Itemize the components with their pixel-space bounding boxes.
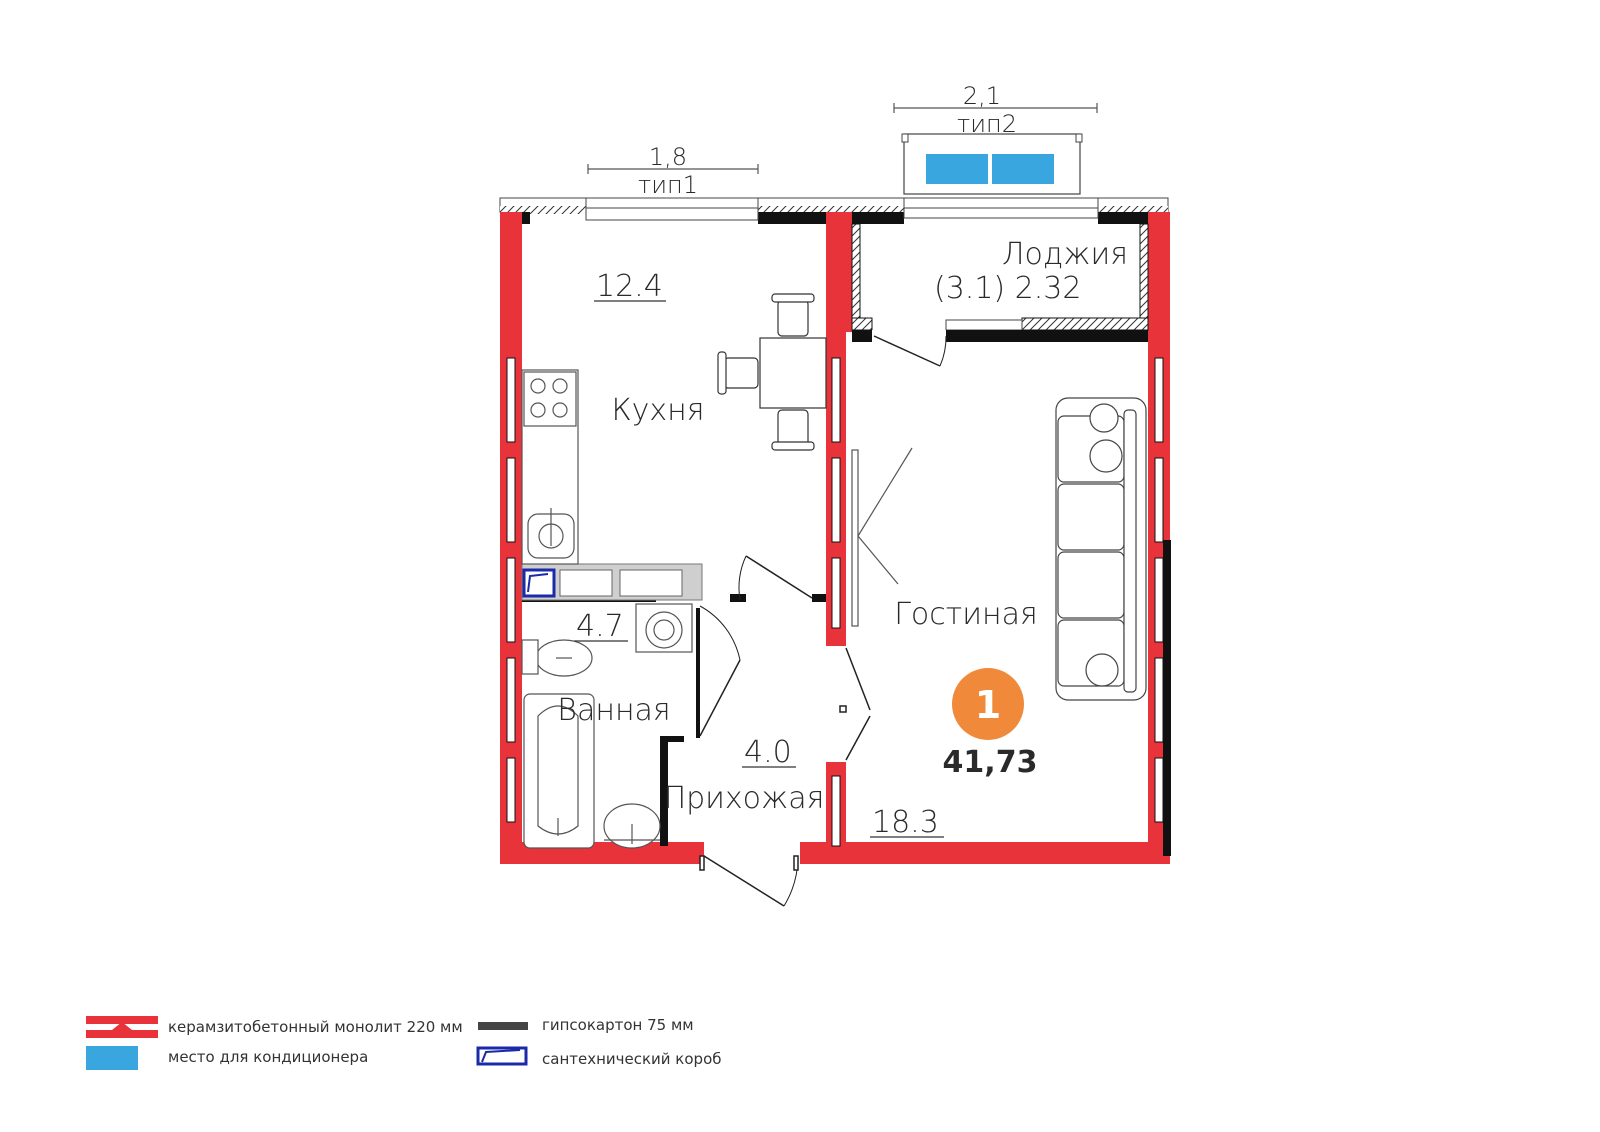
legend-plumbing-swatch xyxy=(476,1046,528,1066)
room-count: 1 xyxy=(975,683,1001,727)
living-sliding-panel xyxy=(851,447,913,627)
bath-area: 4.7 xyxy=(576,609,624,644)
legend-drywall-swatch xyxy=(478,1022,528,1030)
legend-plumbing-label: сантехнический короб xyxy=(542,1050,722,1068)
hall-area: 4.0 xyxy=(744,735,792,770)
kitchen-name: Кухня xyxy=(611,393,704,428)
window2-type: тип2 xyxy=(957,110,1017,138)
loggia-walls xyxy=(851,223,1149,367)
window1-type: тип1 xyxy=(638,171,698,199)
living-name: Гостиная xyxy=(894,597,1038,632)
loggia-area: (3.1) 2.32 xyxy=(934,271,1081,306)
legend-ac-label: место для кондиционера xyxy=(168,1048,369,1066)
kitchen-door xyxy=(738,555,813,601)
living-door xyxy=(839,647,871,761)
total-area: 41,73 xyxy=(943,745,1038,780)
loggia-name: Лоджия xyxy=(1002,237,1128,272)
legend-concrete-swatch xyxy=(86,1016,158,1038)
wall-joints xyxy=(506,357,1171,856)
service-counter xyxy=(521,563,703,601)
dining-table xyxy=(717,293,827,451)
bath-fixtures xyxy=(521,603,693,849)
legend-ac-swatch xyxy=(86,1046,138,1070)
window2-size: 2,1 xyxy=(963,82,1001,110)
legend-concrete-label: керамзитобетонный монолит 220 мм xyxy=(168,1018,463,1036)
sofa xyxy=(1055,397,1147,701)
ac-unit-right xyxy=(992,154,1054,184)
kitchen-counter xyxy=(521,369,579,565)
ac-unit-left xyxy=(926,154,988,184)
window1-size: 1,8 xyxy=(649,143,687,171)
bath-name: Ванная xyxy=(557,693,670,728)
hall-name: Прихожая xyxy=(664,781,825,816)
entrance-door xyxy=(699,855,799,907)
kitchen-area: 12.4 xyxy=(596,269,663,304)
living-area: 18.3 xyxy=(872,805,939,840)
room-count-badge xyxy=(952,668,1024,740)
window-type1 xyxy=(585,164,759,221)
legend-drywall-label: гипсокартон 75 мм xyxy=(542,1016,694,1034)
bathroom-door xyxy=(699,605,741,737)
